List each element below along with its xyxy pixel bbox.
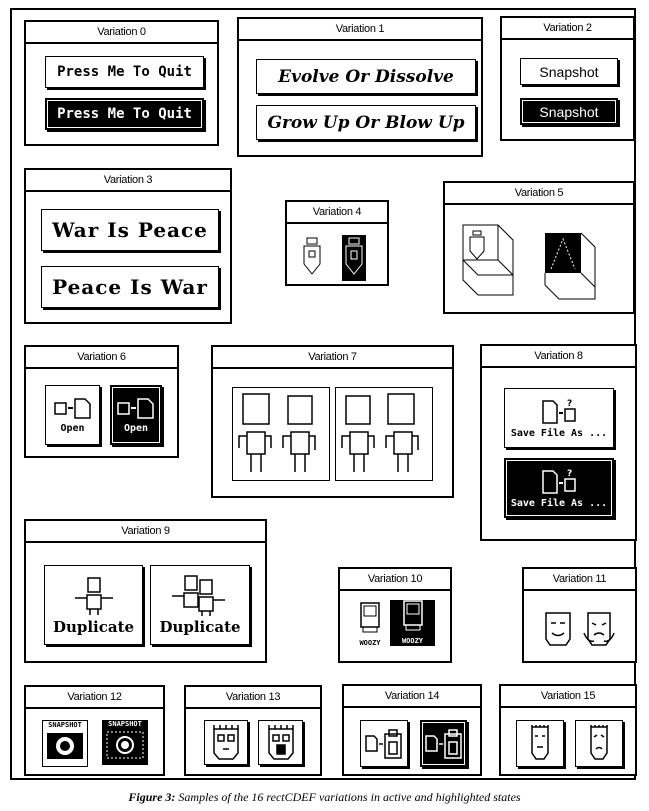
mac-icon [360,602,380,633]
open-label: Open [123,422,149,434]
open-label: Open [60,422,85,434]
tall-face-button[interactable] [516,720,564,767]
grow-up-button[interactable]: Grow Up Or Blow Up [256,105,476,140]
open-button[interactable]: Open [45,385,100,445]
panel-title: Variation 8 [482,346,635,368]
camera-icon [106,731,144,759]
robot-icon-highlighted[interactable] [342,235,366,281]
paste-to-clipboard-button[interactable] [360,720,408,767]
duplicate-button-alt[interactable]: Duplicate [150,565,250,645]
panel-variation-11: Variation 11 [522,567,637,663]
caption-label: Figure 3: [128,790,176,804]
document-to-disk-icon: ? [542,399,576,424]
panel-variation-15: Variation 15 [499,684,637,776]
robot-face-button-alt[interactable] [258,720,303,765]
panel-title: Variation 3 [26,170,230,192]
robot-face-button[interactable] [204,720,248,765]
snapshot-camera-icon-highlighted[interactable]: SNAPSHOT [102,720,148,765]
snapshot-camera-icon[interactable]: SNAPSHOT [42,720,88,767]
panel-title: Variation 9 [26,521,265,543]
snapshot-button[interactable]: Snapshot [520,58,618,85]
panel-title: Variation 10 [340,569,450,591]
document-to-disk-icon: ? [542,469,576,494]
quit-button-highlighted[interactable]: Press Me To Quit [45,98,204,130]
panel-variation-9: Variation 9 Duplicate Duplicate [24,519,267,663]
figure-caption: Figure 3: Samples of the 16 rectCDEF var… [0,790,649,805]
panel-variation-10: Variation 10 WOOZY WOOZY [338,567,452,663]
crying-face-icon[interactable] [582,609,616,647]
caption-text: Samples of the 16 rectCDEF variations in… [175,790,521,804]
svg-text:?: ? [567,399,572,409]
evolve-button[interactable]: Evolve Or Dissolve [256,59,476,94]
save-file-as-label: Save File As ... [510,498,608,509]
snapshot-button-highlighted[interactable]: Snapshot [520,98,618,125]
panel-title: Variation 4 [287,202,387,224]
peace-is-war-button[interactable]: Peace Is War [41,266,219,308]
figure-icon [74,577,113,615]
woozy-label: WOOZY [401,637,424,645]
panel-variation-5: Variation 5 [443,181,635,314]
couple-figures-icon[interactable] [232,387,330,481]
tall-face-button-alt[interactable] [575,720,623,767]
war-is-peace-button[interactable]: War Is Peace [41,209,219,251]
woozy-mac-icon[interactable]: WOOZY [354,602,386,647]
panel-title: Variation 1 [239,19,481,41]
panel-title: Variation 11 [524,569,635,591]
panel-variation-2: Variation 2 Snapshot Snapshot [500,16,635,141]
panel-variation-8: Variation 8 ? Save File As ... ? Save Fi… [480,344,637,541]
couple-figures-icon-alt[interactable] [335,387,433,481]
panel-title: Variation 5 [445,183,633,205]
duplicate-label: Duplicate [159,618,241,636]
panel-title: Variation 2 [502,18,633,40]
robot-icon[interactable] [301,237,323,277]
panel-variation-4: Variation 4 [285,200,389,286]
duplicate-button[interactable]: Duplicate [44,565,143,645]
panel-title: Variation 14 [344,686,480,708]
panel-title: Variation 15 [501,686,635,708]
mac-icon [402,600,423,631]
save-file-as-label: Save File As ... [510,428,608,439]
smiling-face-icon[interactable] [542,609,574,647]
panel-title: Variation 13 [186,687,320,709]
quit-button[interactable]: Press Me To Quit [45,56,204,88]
panel-variation-12: Variation 12 SNAPSHOT SNAPSHOT [24,685,165,776]
woozy-label: WOOZY [359,639,381,647]
snapshot-label: SNAPSHOT [48,721,82,729]
robot-cube-icon[interactable] [461,223,541,301]
panel-title: Variation 0 [26,22,217,44]
duplicate-label: Duplicate [52,618,135,636]
tree-cube-icon-highlighted[interactable] [543,231,615,303]
panel-title: Variation 6 [26,347,177,369]
document-to-clipboard-icon [424,728,462,759]
snapshot-label: SNAPSHOT [108,720,142,728]
document-to-clipboard-icon [365,728,402,759]
camera-icon [47,733,83,759]
save-file-as-button-highlighted[interactable]: ? Save File As ... [504,458,614,518]
panel-variation-13: Variation 13 [184,685,322,776]
panel-variation-7: Variation 7 [211,345,454,498]
woozy-mac-icon-highlighted[interactable]: WOOZY [390,600,435,646]
robot-face-icon [213,724,239,760]
paste-to-clipboard-button-highlighted[interactable] [420,720,467,767]
two-figures-icon [172,575,225,616]
panel-title: Variation 7 [213,347,452,369]
panel-variation-6: Variation 6 Open Open [24,345,179,458]
robot-face-shouting-icon [267,724,294,760]
panel-variation-14: Variation 14 [342,684,482,776]
panel-variation-0: Variation 0 Press Me To Quit Press Me To… [24,20,219,146]
disk-to-document-icon [117,397,154,419]
panel-variation-1: Variation 1 Evolve Or Dissolve Grow Up O… [237,17,483,157]
open-button-highlighted[interactable]: Open [110,385,162,445]
save-file-as-button[interactable]: ? Save File As ... [504,388,614,448]
tall-face-icon [531,724,549,760]
disk-to-document-icon [53,397,91,419]
svg-text:?: ? [567,469,572,479]
panel-variation-3: Variation 3 War Is Peace Peace Is War [24,168,232,324]
panel-title: Variation 12 [26,687,163,709]
tall-face-sad-icon [590,724,608,760]
